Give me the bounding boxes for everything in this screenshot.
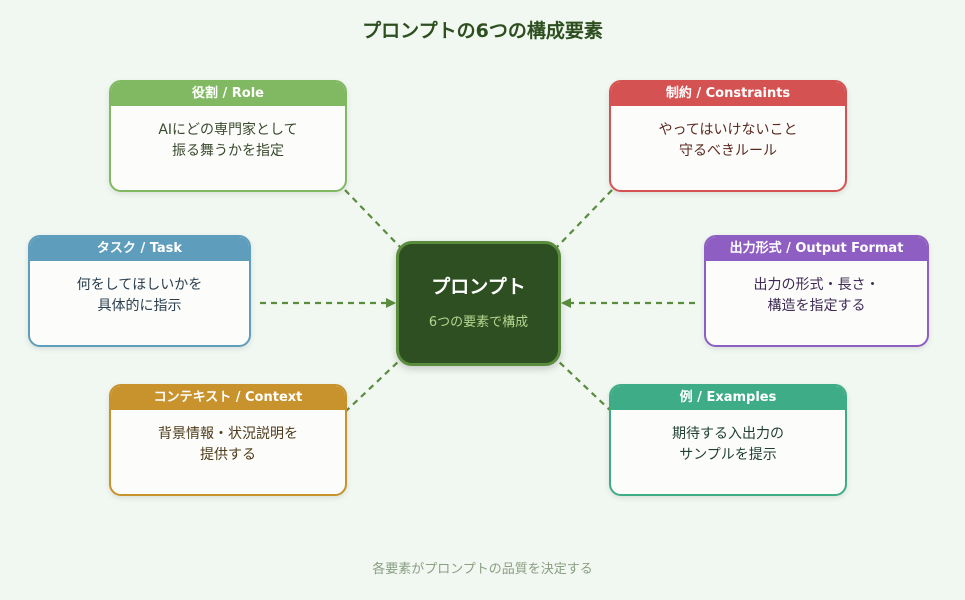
card-task-line: 具体的に指示: [97, 298, 182, 314]
card-task-body: 何をしてほしいかを 具体的に指示: [30, 261, 249, 317]
card-task-header: タスク / Task: [30, 237, 249, 261]
card-role: 役割 / Role AIにどの専門家として 振る舞うかを指定: [109, 80, 347, 192]
card-context-line: 背景情報・状況説明を: [158, 426, 298, 442]
card-context-line: 提供する: [200, 447, 256, 463]
card-output-format-body: 出力の形式・長さ・ 構造を指定する: [706, 261, 927, 317]
card-constraints: 制約 / Constraints やってはいけないこと 守るべきルール: [609, 80, 847, 192]
card-role-line: 振る舞うかを指定: [172, 143, 284, 159]
card-role-body: AIにどの専門家として 振る舞うかを指定: [111, 106, 345, 162]
connector-examples: [556, 359, 613, 413]
connector-constraints: [556, 189, 613, 248]
center-node-title: プロンプト: [431, 276, 526, 298]
center-node-prompt: プロンプト 6つの要素で構成: [396, 241, 561, 366]
card-role-line: AIにどの専門家として: [158, 122, 298, 138]
diagram-footer-caption: 各要素がプロンプトの品質を決定する: [372, 562, 593, 577]
card-role-header: 役割 / Role: [111, 82, 345, 106]
card-examples-line: 期待する入出力の: [672, 426, 784, 442]
card-output-format: 出力形式 / Output Format 出力の形式・長さ・ 構造を指定する: [704, 235, 929, 347]
connector-context: [344, 359, 401, 413]
card-constraints-header: 制約 / Constraints: [611, 82, 845, 106]
card-examples-line: サンプルを提示: [679, 447, 777, 463]
card-examples-body: 期待する入出力の サンプルを提示: [611, 410, 845, 466]
card-output-format-header: 出力形式 / Output Format: [706, 237, 927, 261]
card-examples: 例 / Examples 期待する入出力の サンプルを提示: [609, 384, 847, 496]
center-node-subtitle: 6つの要素で構成: [428, 315, 529, 330]
card-context-header: コンテキスト / Context: [111, 386, 345, 410]
card-output-format-line: 構造を指定する: [767, 298, 866, 314]
card-constraints-line: やってはいけないこと: [658, 122, 798, 138]
card-task-line: 何をしてほしいかを: [76, 277, 203, 293]
card-context-body: 背景情報・状況説明を 提供する: [111, 410, 345, 466]
card-constraints-body: やってはいけないこと 守るべきルール: [611, 106, 845, 162]
card-constraints-line: 守るべきルール: [679, 143, 777, 159]
card-output-format-line: 出力の形式・長さ・: [753, 277, 880, 293]
diagram-title: プロンプトの6つの構成要素: [362, 20, 603, 42]
card-context: コンテキスト / Context 背景情報・状況説明を 提供する: [109, 384, 347, 496]
connector-role: [344, 189, 401, 248]
card-task: タスク / Task 何をしてほしいかを 具体的に指示: [28, 235, 251, 347]
card-examples-header: 例 / Examples: [611, 386, 845, 410]
